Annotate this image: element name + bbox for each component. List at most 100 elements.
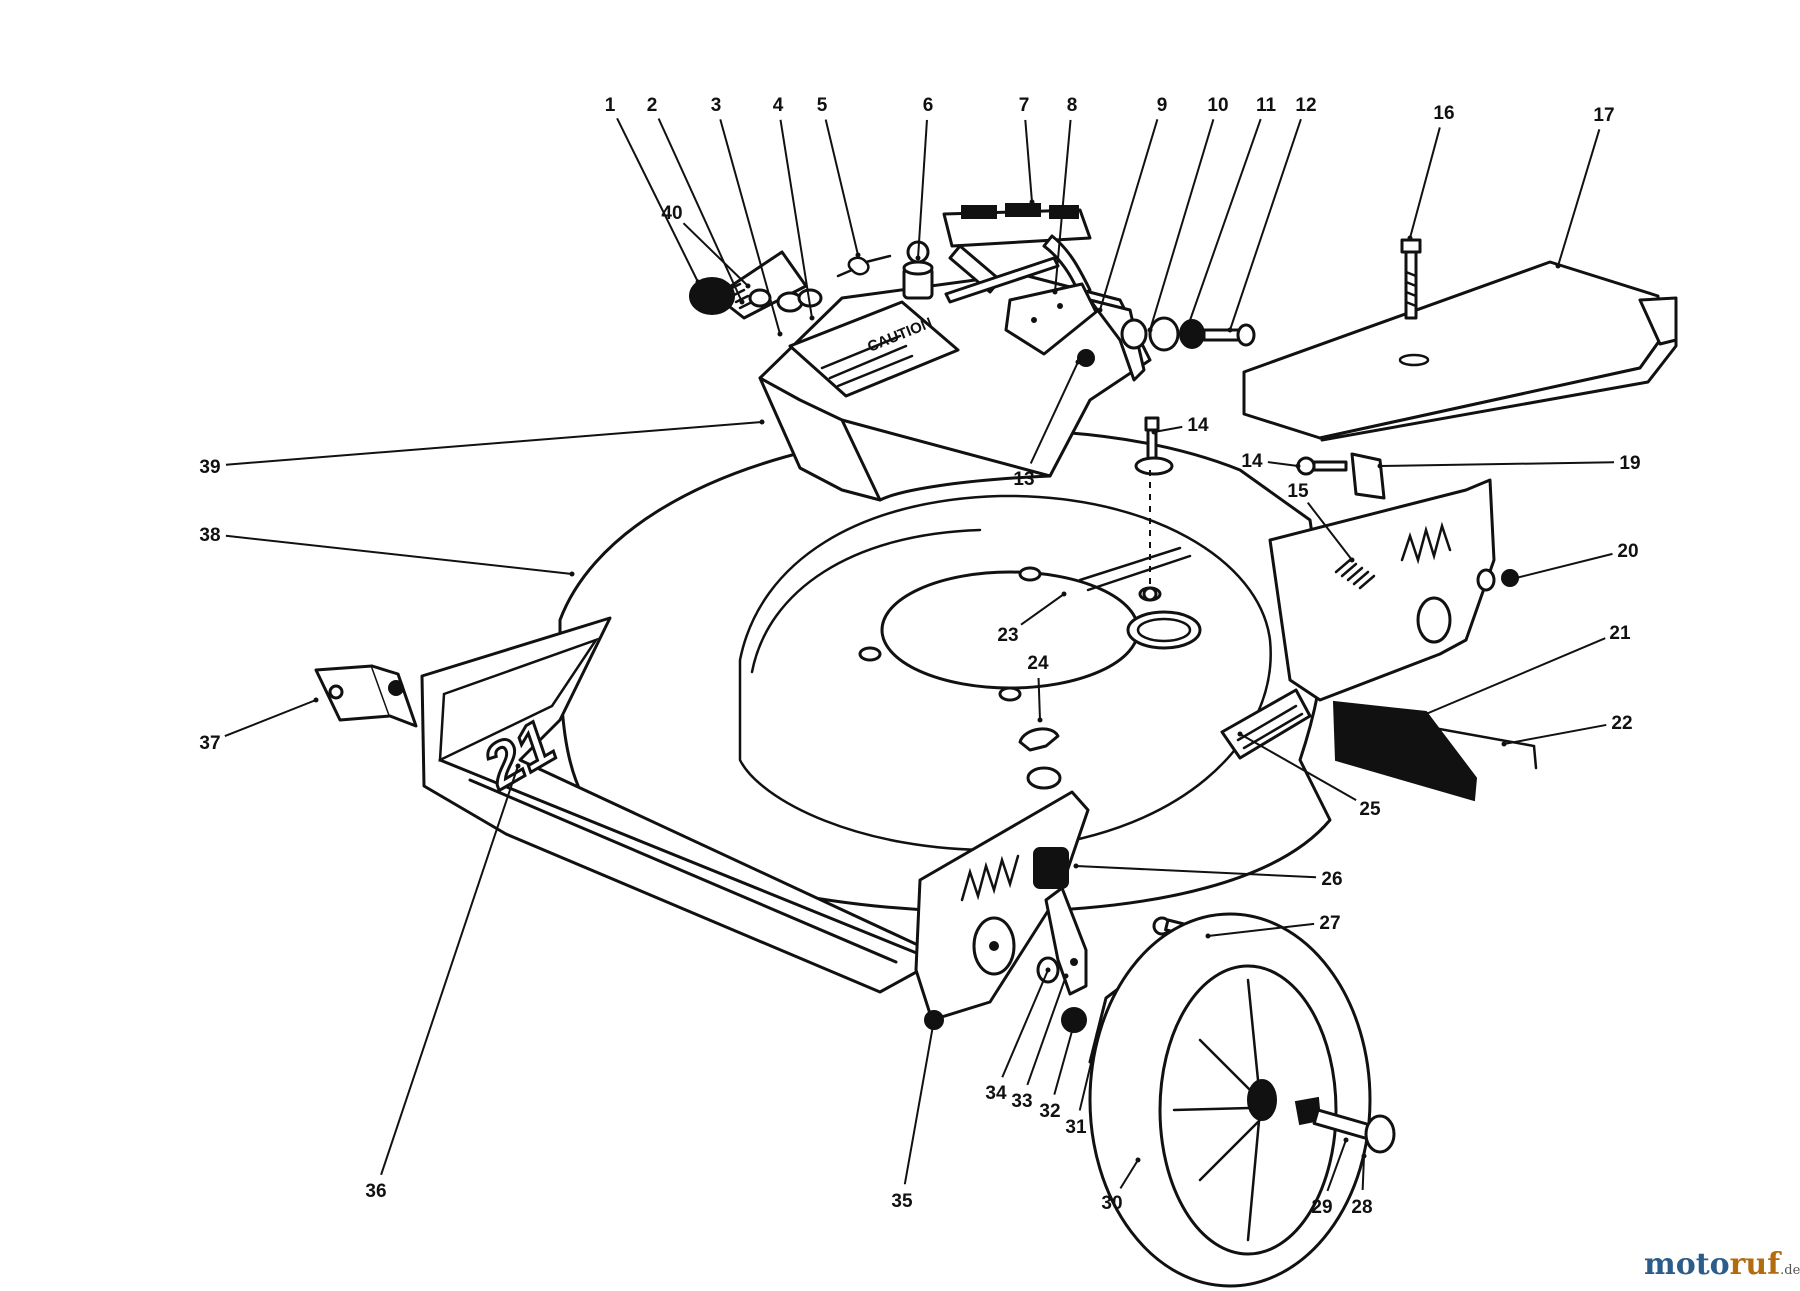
- callout-label: 37: [199, 733, 220, 754]
- callout-label: 10: [1207, 95, 1228, 116]
- callout-leader: [1557, 129, 1601, 267]
- callout-dot: [1377, 463, 1383, 469]
- deck-nut: [1142, 586, 1158, 602]
- height-adjust-lever: [1033, 847, 1088, 996]
- callout-leader: [824, 119, 859, 256]
- callout-leader: [225, 534, 573, 575]
- callout-label: 14: [1187, 415, 1209, 436]
- callout-label: 26: [1321, 869, 1342, 890]
- callout-label: 12: [1295, 95, 1316, 116]
- rear-axle-bracket: [1268, 478, 1496, 702]
- callout-dot: [1075, 359, 1081, 365]
- callout-leader: [1515, 552, 1613, 579]
- callout-label: 1: [605, 95, 616, 116]
- callout-dot: [1343, 1137, 1349, 1143]
- callout-label: 9: [1157, 95, 1168, 116]
- mower-deck: [558, 428, 1332, 914]
- torsion-spring: [836, 254, 892, 278]
- bracket-spring: [1334, 558, 1376, 590]
- callout-dot: [1555, 263, 1561, 269]
- callout-leader: [1207, 922, 1315, 937]
- callout-dot: [313, 697, 319, 703]
- callout-dot: [739, 299, 745, 305]
- callout-dot: [1407, 235, 1413, 241]
- callout-leader: [779, 119, 813, 319]
- callout-dot: [1029, 199, 1035, 205]
- callout-dot: [569, 571, 575, 577]
- callout-leader: [225, 421, 763, 466]
- callout-leader: [1075, 865, 1317, 879]
- caution-decal: CAUTION: [788, 300, 960, 398]
- callout-label: 3: [711, 95, 722, 116]
- callout-dot: [1037, 717, 1043, 723]
- callout-label: 13: [1013, 469, 1034, 490]
- callout-dot: [1361, 1153, 1367, 1159]
- callout-dot: [1349, 557, 1355, 563]
- callout-label: 7: [1019, 95, 1030, 116]
- callout-leader: [380, 765, 519, 1176]
- housing-bolt: [1077, 349, 1174, 600]
- callout-label: 16: [1433, 103, 1454, 124]
- callout-leader: [682, 222, 749, 287]
- callout-leader: [1229, 118, 1302, 331]
- callout-label: 28: [1351, 1197, 1372, 1218]
- callout-label: 40: [661, 203, 682, 224]
- callout-leader: [1306, 502, 1353, 561]
- rear-trailing-shield: [1332, 700, 1538, 802]
- spacer: [902, 240, 934, 300]
- callout-label: 6: [923, 95, 934, 116]
- callout-label: 24: [1027, 653, 1049, 674]
- callout-leader: [1053, 1023, 1075, 1095]
- callout-leader: [1001, 969, 1049, 1078]
- callout-label: 8: [1067, 95, 1078, 116]
- deflector-bolt: [1400, 238, 1422, 320]
- svg-text:motoruf.de: motoruf.de: [1644, 1247, 1800, 1282]
- callout-dot: [1147, 327, 1153, 333]
- callout-dot: [1295, 463, 1301, 469]
- bracket-bolt: [1296, 452, 1386, 500]
- callout-dot: [1095, 1031, 1101, 1037]
- callout-leader: [1326, 1139, 1347, 1192]
- callout-leader: [1239, 733, 1357, 801]
- callout-leader: [1361, 1155, 1365, 1191]
- callout-label: 31: [1065, 1117, 1087, 1138]
- callout-label: 39: [199, 457, 220, 478]
- callout-leader: [1026, 975, 1067, 1086]
- callout-dot: [695, 279, 701, 285]
- callout-dot: [1045, 967, 1051, 973]
- rear-deflector-plate: [1242, 260, 1678, 442]
- callout-label: 19: [1619, 453, 1640, 474]
- callout-label: 14: [1241, 451, 1263, 472]
- callout-label: 33: [1011, 1091, 1032, 1112]
- callout-leader: [1054, 119, 1072, 293]
- callout-dot: [1423, 711, 1429, 717]
- callout-label: 35: [891, 1191, 913, 1212]
- callout-dot: [777, 331, 783, 337]
- callout-dot: [1097, 307, 1103, 313]
- callout-label: 21: [1609, 623, 1631, 644]
- callout-dot: [1185, 323, 1191, 329]
- callout-dot: [1513, 575, 1519, 581]
- callout-dot: [1135, 1157, 1141, 1163]
- watermark-part2: ruf: [1730, 1247, 1783, 1282]
- callout-leader: [903, 1019, 935, 1185]
- callout-dot: [1061, 591, 1067, 597]
- callout-label: 29: [1311, 1197, 1332, 1218]
- callout-dot: [1052, 289, 1058, 295]
- callout-label: 30: [1101, 1193, 1122, 1214]
- wheel: [1088, 912, 1372, 1288]
- callout-leader: [1099, 119, 1159, 311]
- callout-dot: [1151, 429, 1157, 435]
- callout-label: 11: [1256, 95, 1277, 116]
- watermark-logo: motoruf.de: [1644, 1247, 1800, 1282]
- nut: [1061, 1007, 1087, 1033]
- callout-leader: [1119, 1159, 1139, 1189]
- side-bracket: [314, 664, 418, 728]
- callout-leader: [224, 699, 317, 738]
- callout-dot: [931, 1017, 937, 1023]
- callout-dot: [1071, 1021, 1077, 1027]
- callout-label: 23: [997, 625, 1018, 646]
- callout-leader: [1024, 119, 1033, 203]
